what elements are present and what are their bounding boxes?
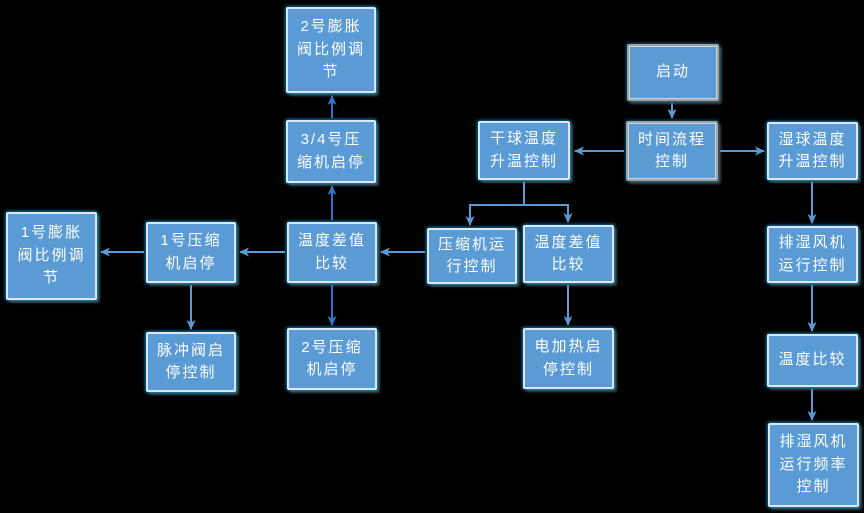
node-time-flow-control[interactable]: 时间流程 控制 <box>626 121 718 181</box>
node-exhaust-fan-freq[interactable]: 排湿风机 运行频率 控制 <box>768 423 859 507</box>
connector-dry-bulb-to-temp-diff-2 <box>523 182 573 223</box>
node-label-temp-compare: 温度比较 <box>778 351 847 369</box>
node-compressor-34[interactable]: 3/4号压 缩机启停 <box>286 120 376 183</box>
node-expansion-valve-2[interactable]: 2号膨胀 阀比例调 节 <box>286 7 376 93</box>
node-label-expansion-valve-1: 1号膨胀 阀比例调 节 <box>17 224 86 287</box>
node-label-expansion-valve-2: 2号膨胀 阀比例调 节 <box>296 18 365 81</box>
node-start[interactable]: 启动 <box>627 44 719 101</box>
node-dry-bulb-heating[interactable]: 干球温度 升温控制 <box>478 121 570 180</box>
node-label-dry-bulb-heating: 干球温度 升温控制 <box>489 130 558 170</box>
node-label-compressor-1: 1号压缩 机启停 <box>160 232 222 272</box>
node-label-exhaust-fan-run: 排湿风机 运行控制 <box>778 234 847 274</box>
node-label-wet-bulb-heating: 湿球温度 升温控制 <box>778 130 847 171</box>
node-temp-diff-compare-1[interactable]: 温度差值 比较 <box>287 222 377 283</box>
node-label-exhaust-fan-freq: 排湿风机 运行频率 控制 <box>779 433 848 496</box>
node-temp-compare[interactable]: 温度比较 <box>767 334 858 387</box>
node-label-compressor-2: 2号压缩 机启停 <box>301 338 363 379</box>
node-pulse-valve-control[interactable]: 脉冲阀启 停控制 <box>146 332 236 392</box>
node-label-start: 启动 <box>655 63 690 81</box>
node-label-temp-diff-compare-1: 温度差值 比较 <box>297 232 366 272</box>
node-expansion-valve-1[interactable]: 1号膨胀 阀比例调 节 <box>6 212 97 300</box>
node-label-electric-heater: 电加热启 停控制 <box>534 338 603 378</box>
node-electric-heater[interactable]: 电加热启 停控制 <box>523 328 614 389</box>
node-exhaust-fan-run[interactable]: 排湿风机 运行控制 <box>767 226 858 283</box>
node-compressor-2[interactable]: 2号压缩 机启停 <box>287 328 377 390</box>
node-label-temp-diff-compare-2: 温度差值 比较 <box>534 233 603 274</box>
node-label-pulse-valve-control: 脉冲阀启 停控制 <box>156 341 225 382</box>
node-label-time-flow-control: 时间流程 控制 <box>637 130 706 171</box>
node-wet-bulb-heating[interactable]: 湿球温度 升温控制 <box>767 122 858 180</box>
node-compressor-run[interactable]: 压缩机运 行控制 <box>427 228 517 284</box>
node-temp-diff-compare-2[interactable]: 温度差值 比较 <box>523 225 614 283</box>
node-label-compressor-run: 压缩机运 行控制 <box>437 235 506 276</box>
node-label-compressor-34: 3/4号压 缩机启停 <box>296 131 365 171</box>
node-compressor-1[interactable]: 1号压缩 机启停 <box>146 222 236 283</box>
